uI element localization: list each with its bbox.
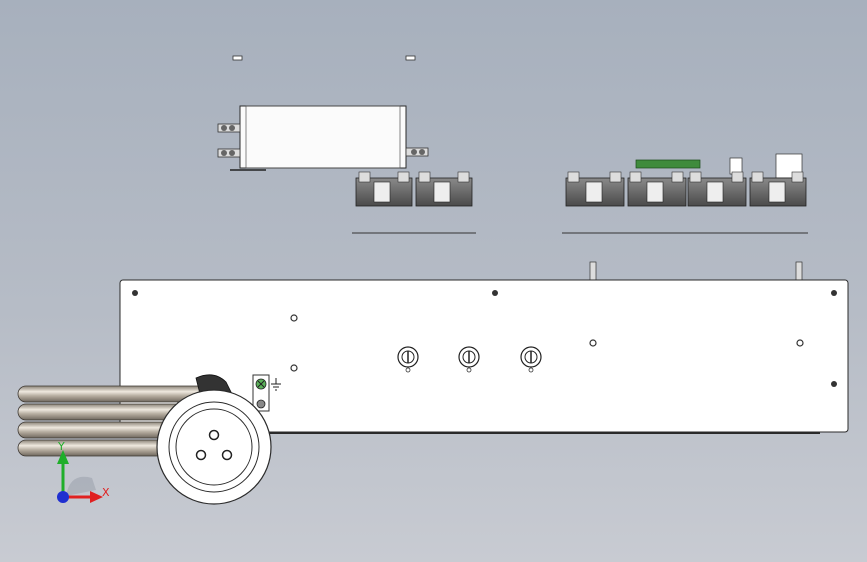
pcb-board (635, 159, 701, 169)
z-axis-icon (57, 491, 69, 503)
reference-triad (57, 450, 103, 503)
circular-connector-icon[interactable] (156, 389, 272, 505)
fuse-holder-icon[interactable] (520, 346, 542, 373)
standoff-screws (589, 261, 803, 283)
emi-filter-box[interactable] (217, 105, 429, 171)
terminal-blocks-right[interactable] (562, 153, 808, 234)
fuse-holder-icon[interactable] (397, 346, 419, 373)
y-axis-label: Y (58, 440, 65, 453)
fuse-holder-icon[interactable] (458, 346, 480, 373)
ground-symbol-icon[interactable] (252, 374, 281, 412)
top-small-marks (232, 55, 416, 61)
terminal-blocks-left[interactable] (352, 171, 476, 234)
x-axis-label: X (102, 486, 110, 499)
